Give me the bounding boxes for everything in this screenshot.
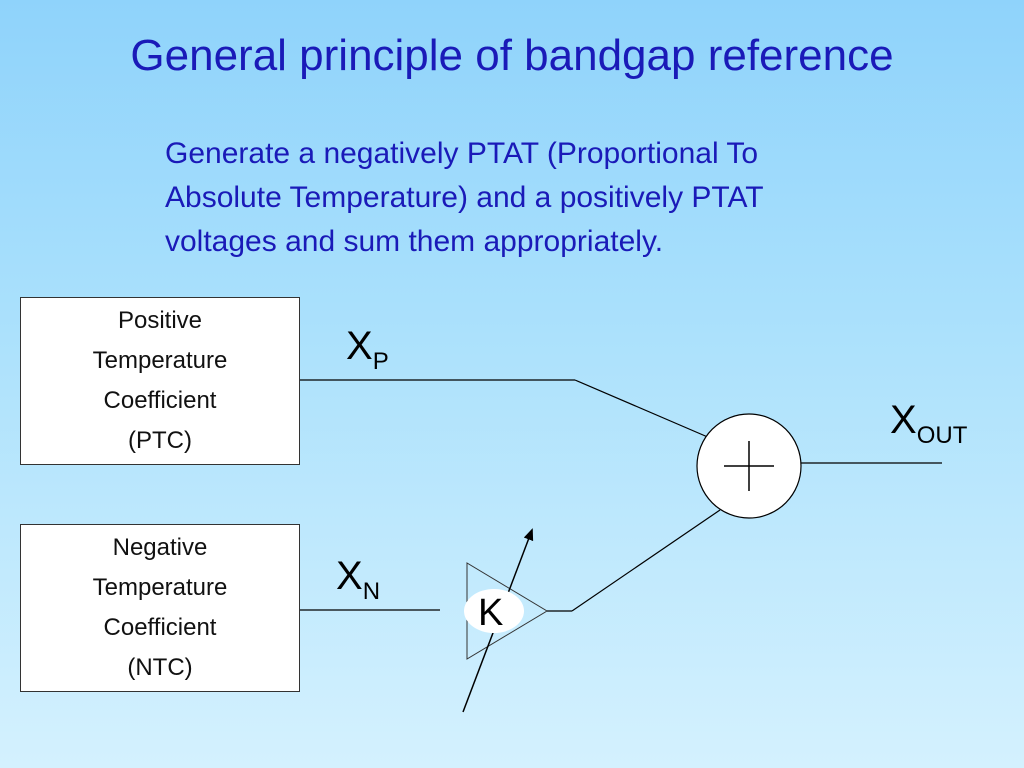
ntc-line-4: (NTC) xyxy=(127,654,193,681)
gain-label: K xyxy=(478,592,504,634)
intro-line-2: Absolute Temperature) and a positively P… xyxy=(165,181,764,214)
xp-label: XP xyxy=(346,324,389,375)
ptc-line-1: Positive xyxy=(117,307,203,334)
ptc-line-2: Temperature xyxy=(92,347,228,374)
ptc-block: Positive Temperature Coefficient (PTC) xyxy=(20,297,300,465)
xp-wire-diagonal xyxy=(574,379,711,439)
ntc-line-2: Temperature xyxy=(92,574,228,601)
ntc-line-1: Negative xyxy=(112,534,208,561)
ptc-line-4: (PTC) xyxy=(128,427,192,454)
ntc-line-3: Coefficient xyxy=(103,614,217,641)
intro-line-3: voltages and sum them appropriately. xyxy=(165,225,664,258)
xout-label: XOUT xyxy=(890,398,968,449)
ntc-block: Negative Temperature Coefficient (NTC) xyxy=(20,524,300,692)
slide-title: General principle of bandgap reference xyxy=(130,31,894,80)
xn-label: XN xyxy=(336,554,381,605)
intro-text: Generate a negatively PTAT (Proportional… xyxy=(165,132,985,264)
ptc-line-3: Coefficient xyxy=(103,387,217,414)
amp-to-sum-wire xyxy=(571,509,721,612)
intro-line-1: Generate a negatively PTAT (Proportional… xyxy=(165,137,759,170)
